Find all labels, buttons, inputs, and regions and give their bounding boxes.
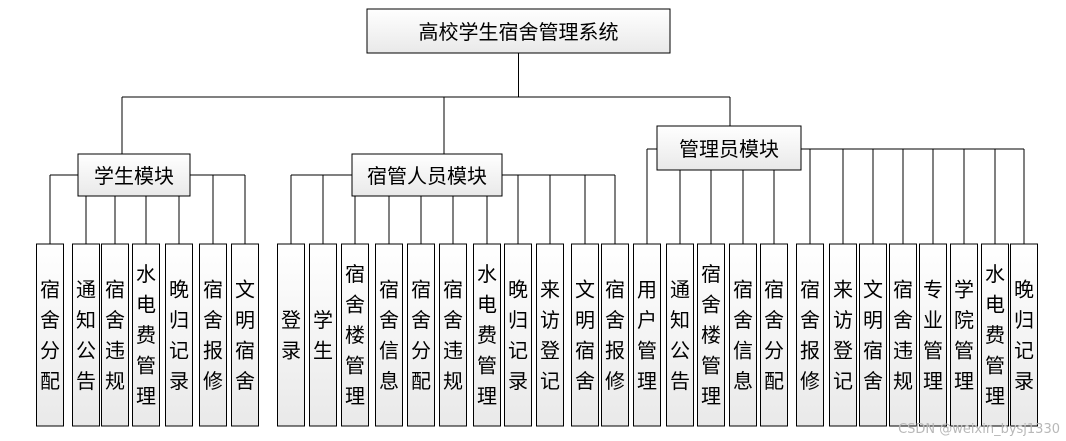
leaf-node-box: [571, 243, 599, 427]
leaf-node-label: 宿舍报修: [605, 277, 625, 393]
leaf-node-box: [536, 243, 564, 427]
leaf-node-label: 宿舍违规: [893, 277, 913, 393]
leaf-node-label: 宿舍分配: [411, 277, 431, 393]
leaf-node-box: [919, 243, 947, 427]
leaf-node-label: 用户管理: [637, 277, 657, 393]
leaf-node-label: 晚归记录: [169, 277, 189, 393]
leaf-node-box: [666, 243, 694, 427]
leaf-node-label: 学院管理: [954, 277, 974, 393]
leaf-node-box: [601, 243, 629, 427]
leaf-node-box: [199, 243, 227, 427]
leaf-node-label: 文明宿舍: [863, 277, 883, 393]
leaf-node-label: 学生: [313, 308, 333, 363]
leaf-node-label: 宿舍分配: [764, 277, 784, 393]
module-node-label-2: 宿管人员模块: [367, 164, 487, 188]
leaf-node-box: [277, 243, 305, 427]
leaf-node-box: [633, 243, 661, 427]
leaf-node-box: [760, 243, 788, 427]
leaf-node-box: [36, 243, 64, 427]
leaf-node-box: [231, 243, 259, 427]
leaf-node-label: 晚归记录: [508, 277, 528, 393]
leaf-node-box: [165, 243, 193, 427]
leaf-node-label: 宿舍违规: [105, 277, 125, 393]
leaf-node-label: 水电费管理: [985, 262, 1005, 408]
leaf-node-label: 登录: [281, 308, 301, 363]
leaf-node-box: [950, 243, 978, 427]
leaf-node-box: [72, 243, 100, 427]
module-node-label-1: 学生模块: [94, 164, 174, 188]
leaf-node-box: [375, 243, 403, 427]
leaf-node-box: [504, 243, 532, 427]
leaf-node-box: [981, 243, 1009, 427]
leaf-node-label: 晚归记录: [1014, 277, 1034, 393]
leaf-node-label: 通知公告: [76, 277, 96, 393]
leaf-node-box: [101, 243, 129, 427]
leaf-node-label: 宿舍报修: [203, 277, 223, 393]
leaf-node-box: [439, 243, 467, 427]
leaf-node-label: 通知公告: [670, 277, 690, 393]
leaf-node-label: 水电费管理: [136, 262, 156, 408]
leaf-node-box: [407, 243, 435, 427]
leaf-node-label: 宿舍报修: [800, 277, 820, 393]
watermark: CSDN @weixin_bysj1330: [898, 422, 1060, 437]
leaf-node-box: [729, 243, 757, 427]
leaf-node-label: 宿舍楼管理: [345, 262, 365, 408]
leaf-node-label: 宿舍分配: [40, 277, 60, 393]
leaf-node-label: 文明宿舍: [575, 277, 595, 393]
module-node-box-2: [351, 153, 503, 197]
leaf-node-box: [889, 243, 917, 427]
leaf-node-box: [132, 243, 160, 427]
leaf-node-label: 宿舍信息: [733, 277, 753, 393]
module-node-box-3: [656, 125, 802, 171]
leaf-node-label: 来访登记: [833, 277, 853, 393]
leaf-node-box: [1010, 243, 1038, 427]
leaf-node-label: 宿舍违规: [443, 277, 463, 393]
leaf-node-box: [341, 243, 369, 427]
leaf-node-label: 来访登记: [540, 277, 560, 393]
leaf-node-box: [859, 243, 887, 427]
leaf-node-box: [796, 243, 824, 427]
leaf-node-box: [829, 243, 857, 427]
leaf-node-label: 专业管理: [923, 277, 943, 393]
leaf-node-box: [309, 243, 337, 427]
leaf-node-box: [697, 243, 725, 427]
leaf-node-box: [473, 243, 501, 427]
leaf-node-label: 宿舍楼管理: [701, 262, 721, 408]
leaf-node-label: 水电费管理: [477, 262, 497, 408]
root-node-label: 高校学生宿舍管理系统: [419, 20, 619, 44]
module-node-box-1: [77, 153, 191, 197]
leaf-node-label: 宿舍信息: [379, 277, 399, 393]
module-node-label-3: 管理员模块: [679, 137, 779, 161]
root-node-box: [366, 8, 671, 54]
leaf-node-label: 文明宿舍: [235, 277, 255, 393]
